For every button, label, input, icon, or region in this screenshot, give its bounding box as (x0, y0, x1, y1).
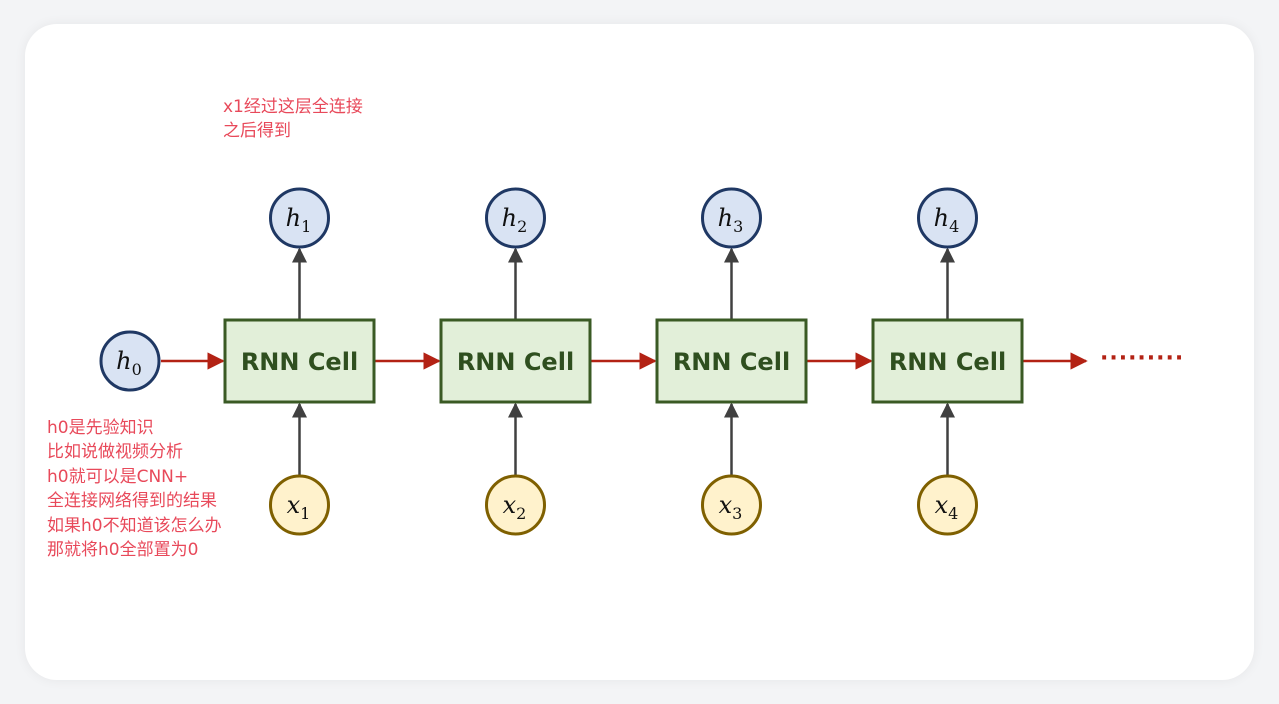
annotation-left-line: h0是先验知识 (47, 418, 154, 438)
annotation-left-line: 全连接网络得到的结果 (47, 491, 217, 512)
input-node: x3 (701, 474, 762, 536)
annotation-top-line: x1经过这层全连接 (223, 97, 363, 117)
hidden-state-node-circle (917, 187, 978, 249)
annotation-left-line: 比如说做视频分析 (47, 442, 183, 463)
input-node-label: x1 (287, 491, 311, 523)
input-node-label: x2 (503, 491, 527, 523)
annotation-top: x1经过这层全连接 之后得到 (223, 95, 363, 144)
input-node: x4 (917, 474, 978, 536)
hidden-state-node-label: h2 (502, 204, 528, 236)
hidden-state-node: h3 (701, 187, 762, 249)
rnn-cell-box (223, 318, 376, 404)
continuation-dots: ········· (1100, 346, 1184, 371)
initial-state-node-label: h0 (116, 347, 142, 379)
input-node-circle (917, 474, 978, 536)
hidden-state-node: h4 (917, 187, 978, 249)
input-node-label: x3 (719, 491, 743, 523)
annotation-top-line: 之后得到 (223, 121, 291, 142)
hidden-state-node-circle (269, 187, 330, 249)
input-node: x2 (485, 474, 546, 536)
hidden-state-node: h2 (485, 187, 546, 249)
annotation-left-line: 如果h0不知道该怎么办 (47, 515, 222, 536)
input-node-circle (701, 474, 762, 536)
input-node-circle (485, 474, 546, 536)
hidden-state-node-label: h1 (286, 204, 312, 236)
hidden-state-node: h1 (269, 187, 330, 249)
rnn-cell-label: RNN Cell (673, 348, 790, 376)
rnn-cell: RNN Cell (871, 318, 1024, 404)
annotation-left-line: 那就将h0全部置为0 (47, 540, 199, 561)
edges-layer (161, 247, 1088, 476)
hidden-state-node-label: h3 (718, 204, 744, 236)
rnn-cell-box (871, 318, 1024, 404)
annotation-left-line: h0就可以是CNN+ (47, 466, 189, 487)
rnn-cell-label: RNN Cell (457, 348, 574, 376)
rnn-cell-label: RNN Cell (241, 348, 358, 376)
rnn-cell-box (655, 318, 808, 404)
nodes-layer: h0 RNN Cell h1 x1 RNN Cell h2 x2 RNN Cell h3 x3 RN… (99, 187, 1184, 536)
rnn-cell: RNN Cell (223, 318, 376, 404)
hidden-state-node-circle (485, 187, 546, 249)
rnn-cell: RNN Cell (655, 318, 808, 404)
input-node-circle (269, 474, 330, 536)
hidden-state-node-circle (701, 187, 762, 249)
hidden-state-node-label: h4 (934, 204, 960, 236)
annotation-left: h0是先验知识 比如说做视频分析 h0就可以是CNN+ 全连接网络得到的结果 如… (47, 416, 222, 562)
rnn-cell-label: RNN Cell (889, 348, 1006, 376)
rnn-cell: RNN Cell (439, 318, 592, 404)
initial-state-node-circle (99, 330, 161, 392)
input-node-label: x4 (935, 491, 959, 523)
input-node: x1 (269, 474, 330, 536)
rnn-cell-box (439, 318, 592, 404)
initial-state-node: h0 (99, 330, 161, 392)
